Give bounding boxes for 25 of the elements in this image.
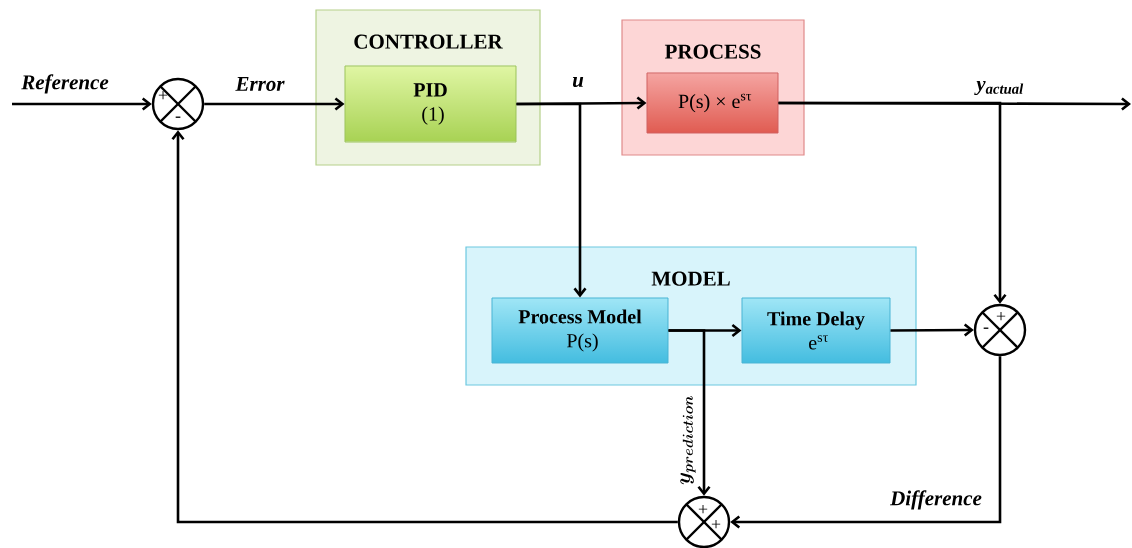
arrow (171, 130, 678, 524)
sign: + (158, 90, 168, 100)
arrow (516, 102, 587, 298)
edge-label: Difference (889, 489, 983, 511)
arrow (778, 101, 1007, 304)
sign: - (983, 327, 989, 329)
arrow (668, 329, 711, 496)
block-box: Process Model P(s) (491, 297, 669, 364)
edge-label: $y_{prediction}$ (679, 394, 697, 486)
block-box: Time Delay e$^{sτ}$ (741, 297, 891, 364)
arrow (730, 356, 1002, 529)
edge-label: u (571, 76, 585, 88)
sign: - (175, 116, 181, 118)
edge-label: Error (234, 76, 286, 92)
sign: + (698, 504, 708, 514)
arrow (204, 97, 345, 111)
edge-label: Reference (20, 73, 110, 95)
arrow (890, 323, 974, 337)
arrow (516, 96, 647, 110)
arrow (12, 97, 152, 111)
sign: + (996, 311, 1006, 321)
block-box: P(s) × e$^{sτ}$ (646, 72, 779, 134)
edge-label: y$_{actual}$ (974, 79, 1025, 97)
block-box: PID (1) (344, 65, 517, 143)
sign: + (711, 519, 721, 529)
